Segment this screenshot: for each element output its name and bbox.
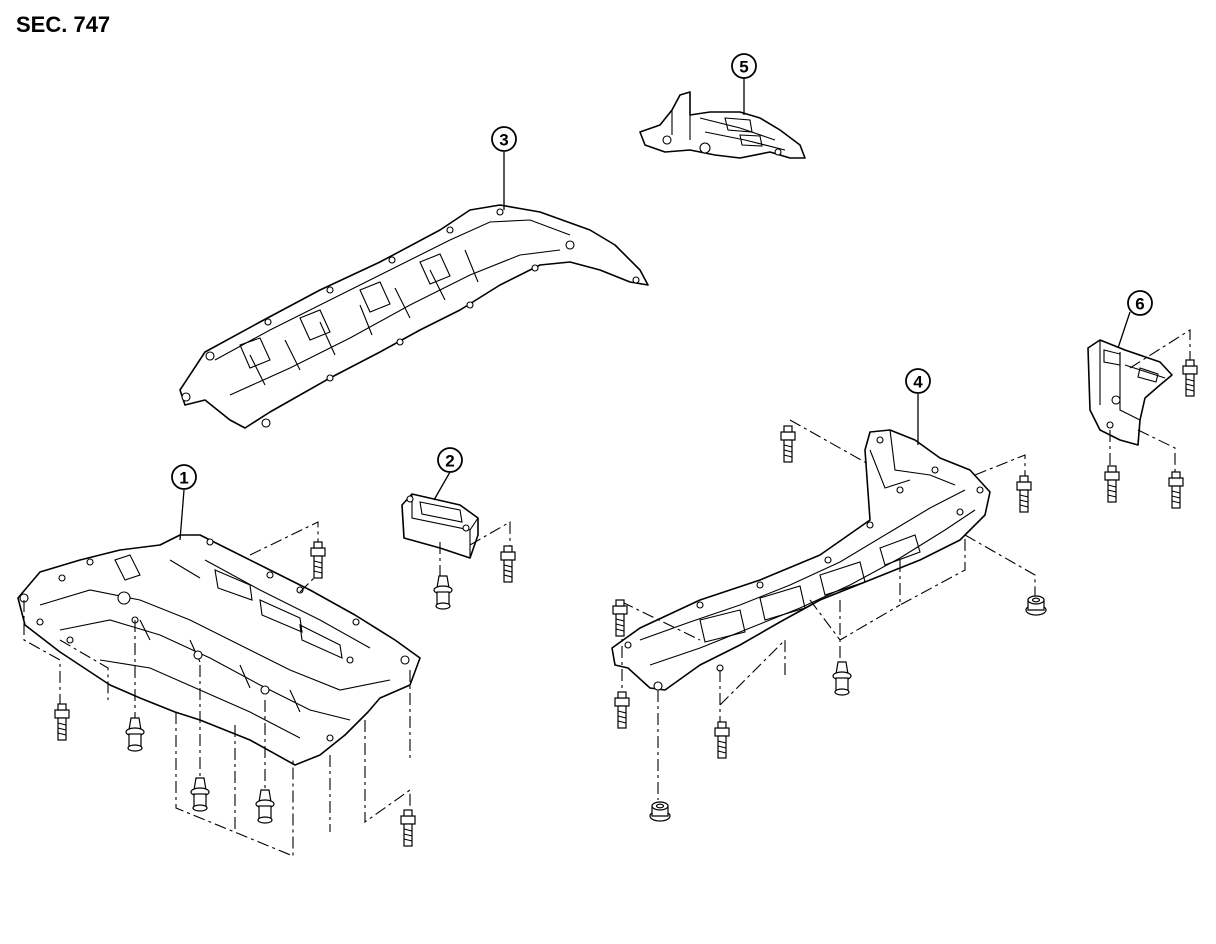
bolt-icon xyxy=(612,599,628,637)
bolt-icon xyxy=(310,541,326,579)
bolt-icon xyxy=(1016,475,1032,513)
part-4-cover xyxy=(611,429,991,691)
nut-icon xyxy=(1025,595,1047,616)
clip-icon xyxy=(832,661,852,696)
svg-text:1: 1 xyxy=(179,469,188,488)
callout-2: 2 xyxy=(437,447,463,473)
part-3-cover xyxy=(179,204,649,429)
part-2-block xyxy=(401,493,479,559)
callout-5: 5 xyxy=(731,53,757,79)
bolt-icon xyxy=(1168,471,1184,509)
clip-icon xyxy=(433,575,453,610)
callout-3: 3 xyxy=(491,126,517,152)
bolt-icon xyxy=(1182,359,1198,397)
bolt-icon xyxy=(1104,465,1120,503)
callout-4: 4 xyxy=(905,368,931,394)
section-label: SEC. 747 xyxy=(16,12,111,37)
leader-1 xyxy=(179,489,185,541)
bolt-icon xyxy=(400,809,416,847)
nut-icon xyxy=(649,801,671,822)
svg-text:4: 4 xyxy=(913,373,923,392)
callout-6: 6 xyxy=(1127,290,1153,316)
part-1-cover xyxy=(17,534,421,766)
part-1-fastener-lines xyxy=(23,521,411,857)
bolt-icon xyxy=(780,425,796,463)
bolt-icon xyxy=(714,721,730,759)
clip-icon xyxy=(255,789,275,824)
svg-text:5: 5 xyxy=(739,58,748,77)
callout-1: 1 xyxy=(171,464,197,490)
clip-icon xyxy=(125,717,145,752)
leader-2 xyxy=(433,471,451,501)
bolt-icon xyxy=(614,691,630,729)
svg-text:3: 3 xyxy=(499,131,508,150)
part-6-fastener-lines xyxy=(1109,329,1191,478)
svg-text:2: 2 xyxy=(445,452,454,471)
part-4-fastener-lines xyxy=(621,419,1036,800)
svg-text:6: 6 xyxy=(1135,295,1144,314)
clip-icon xyxy=(190,777,210,812)
part-2-fastener-lines xyxy=(439,521,511,582)
bolt-icon xyxy=(54,703,70,741)
part-5-bracket xyxy=(639,91,806,159)
part-6-bracket xyxy=(1087,339,1173,446)
bolt-icon xyxy=(500,545,516,583)
leader-6 xyxy=(1117,311,1131,349)
